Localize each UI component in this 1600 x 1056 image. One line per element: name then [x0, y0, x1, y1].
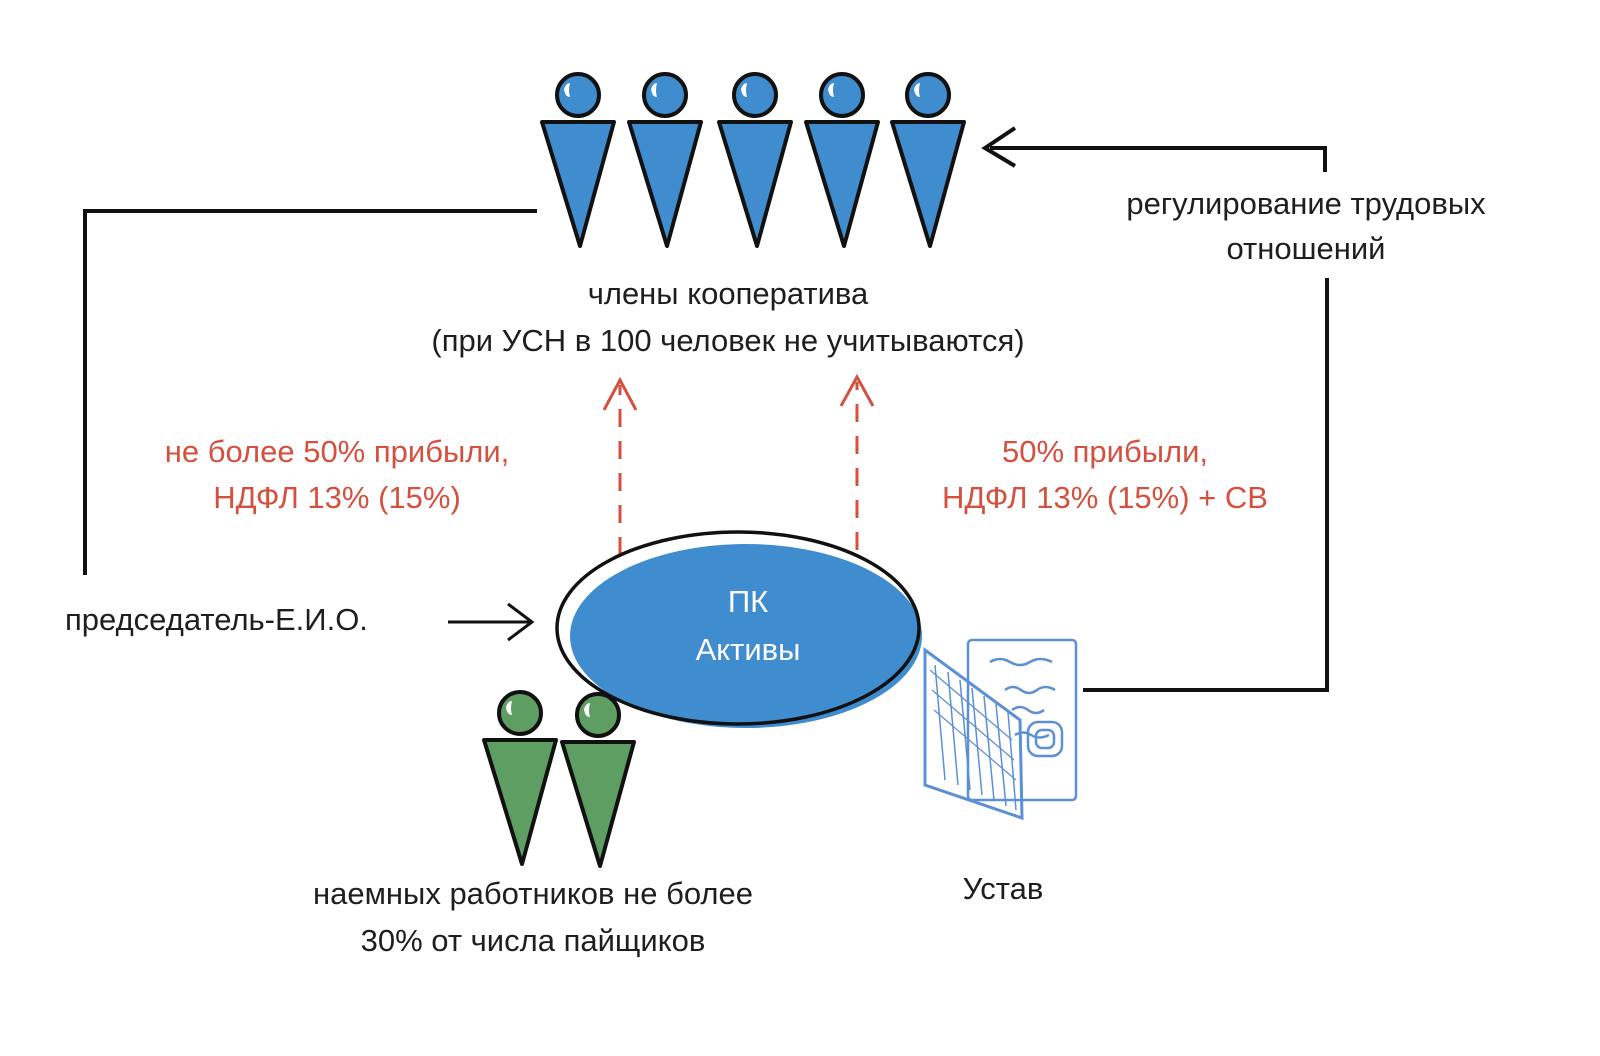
employees-line2: 30% от числа пайщиков [361, 923, 706, 958]
profit-left-line1: не более 50% прибыли, [165, 434, 510, 469]
member-figure-icon [890, 72, 966, 248]
labor-line2: отношений [1227, 231, 1386, 266]
employee-figure-icon [560, 692, 636, 868]
profit-right-line2: НДФЛ 13% (15%) + СВ [942, 480, 1268, 515]
employee-figure-icon [482, 690, 558, 866]
charter-to-labor-line [1083, 278, 1329, 692]
arrowhead-icon [839, 373, 875, 407]
cooperative-ellipse-outline [555, 530, 921, 726]
cooperative-subtitle: Активы [696, 632, 801, 667]
member-figure-icon [627, 72, 703, 248]
profit-right-line1: 50% прибыли, [1002, 434, 1208, 469]
chairman-label: председатель-Е.И.О. [65, 602, 368, 637]
arrowhead-icon [507, 602, 535, 642]
arrowhead-icon [602, 376, 638, 411]
charter-label: Устав [963, 871, 1044, 906]
arrowhead-icon [981, 126, 1017, 168]
cooperative-title: ПК [728, 584, 768, 619]
labor-to-members-line [990, 146, 1327, 172]
cooperative-ellipse-fill [570, 544, 922, 728]
charter-document-icon [923, 638, 1078, 821]
members-note: (при УСН в 100 человек не учитываются) [431, 323, 1024, 358]
employees-line1: наемных работников не более [313, 876, 753, 911]
profit-left-line2: НДФЛ 13% (15%) [213, 480, 461, 515]
members-group [540, 72, 966, 248]
member-figure-icon [540, 72, 616, 248]
member-figure-icon [804, 72, 880, 248]
labor-line1: регулирование трудовых [1126, 186, 1486, 221]
chairman-to-members-line [83, 209, 537, 575]
members-label: члены кооператива [588, 276, 869, 311]
member-figure-icon [717, 72, 793, 248]
employees-group [482, 690, 636, 868]
